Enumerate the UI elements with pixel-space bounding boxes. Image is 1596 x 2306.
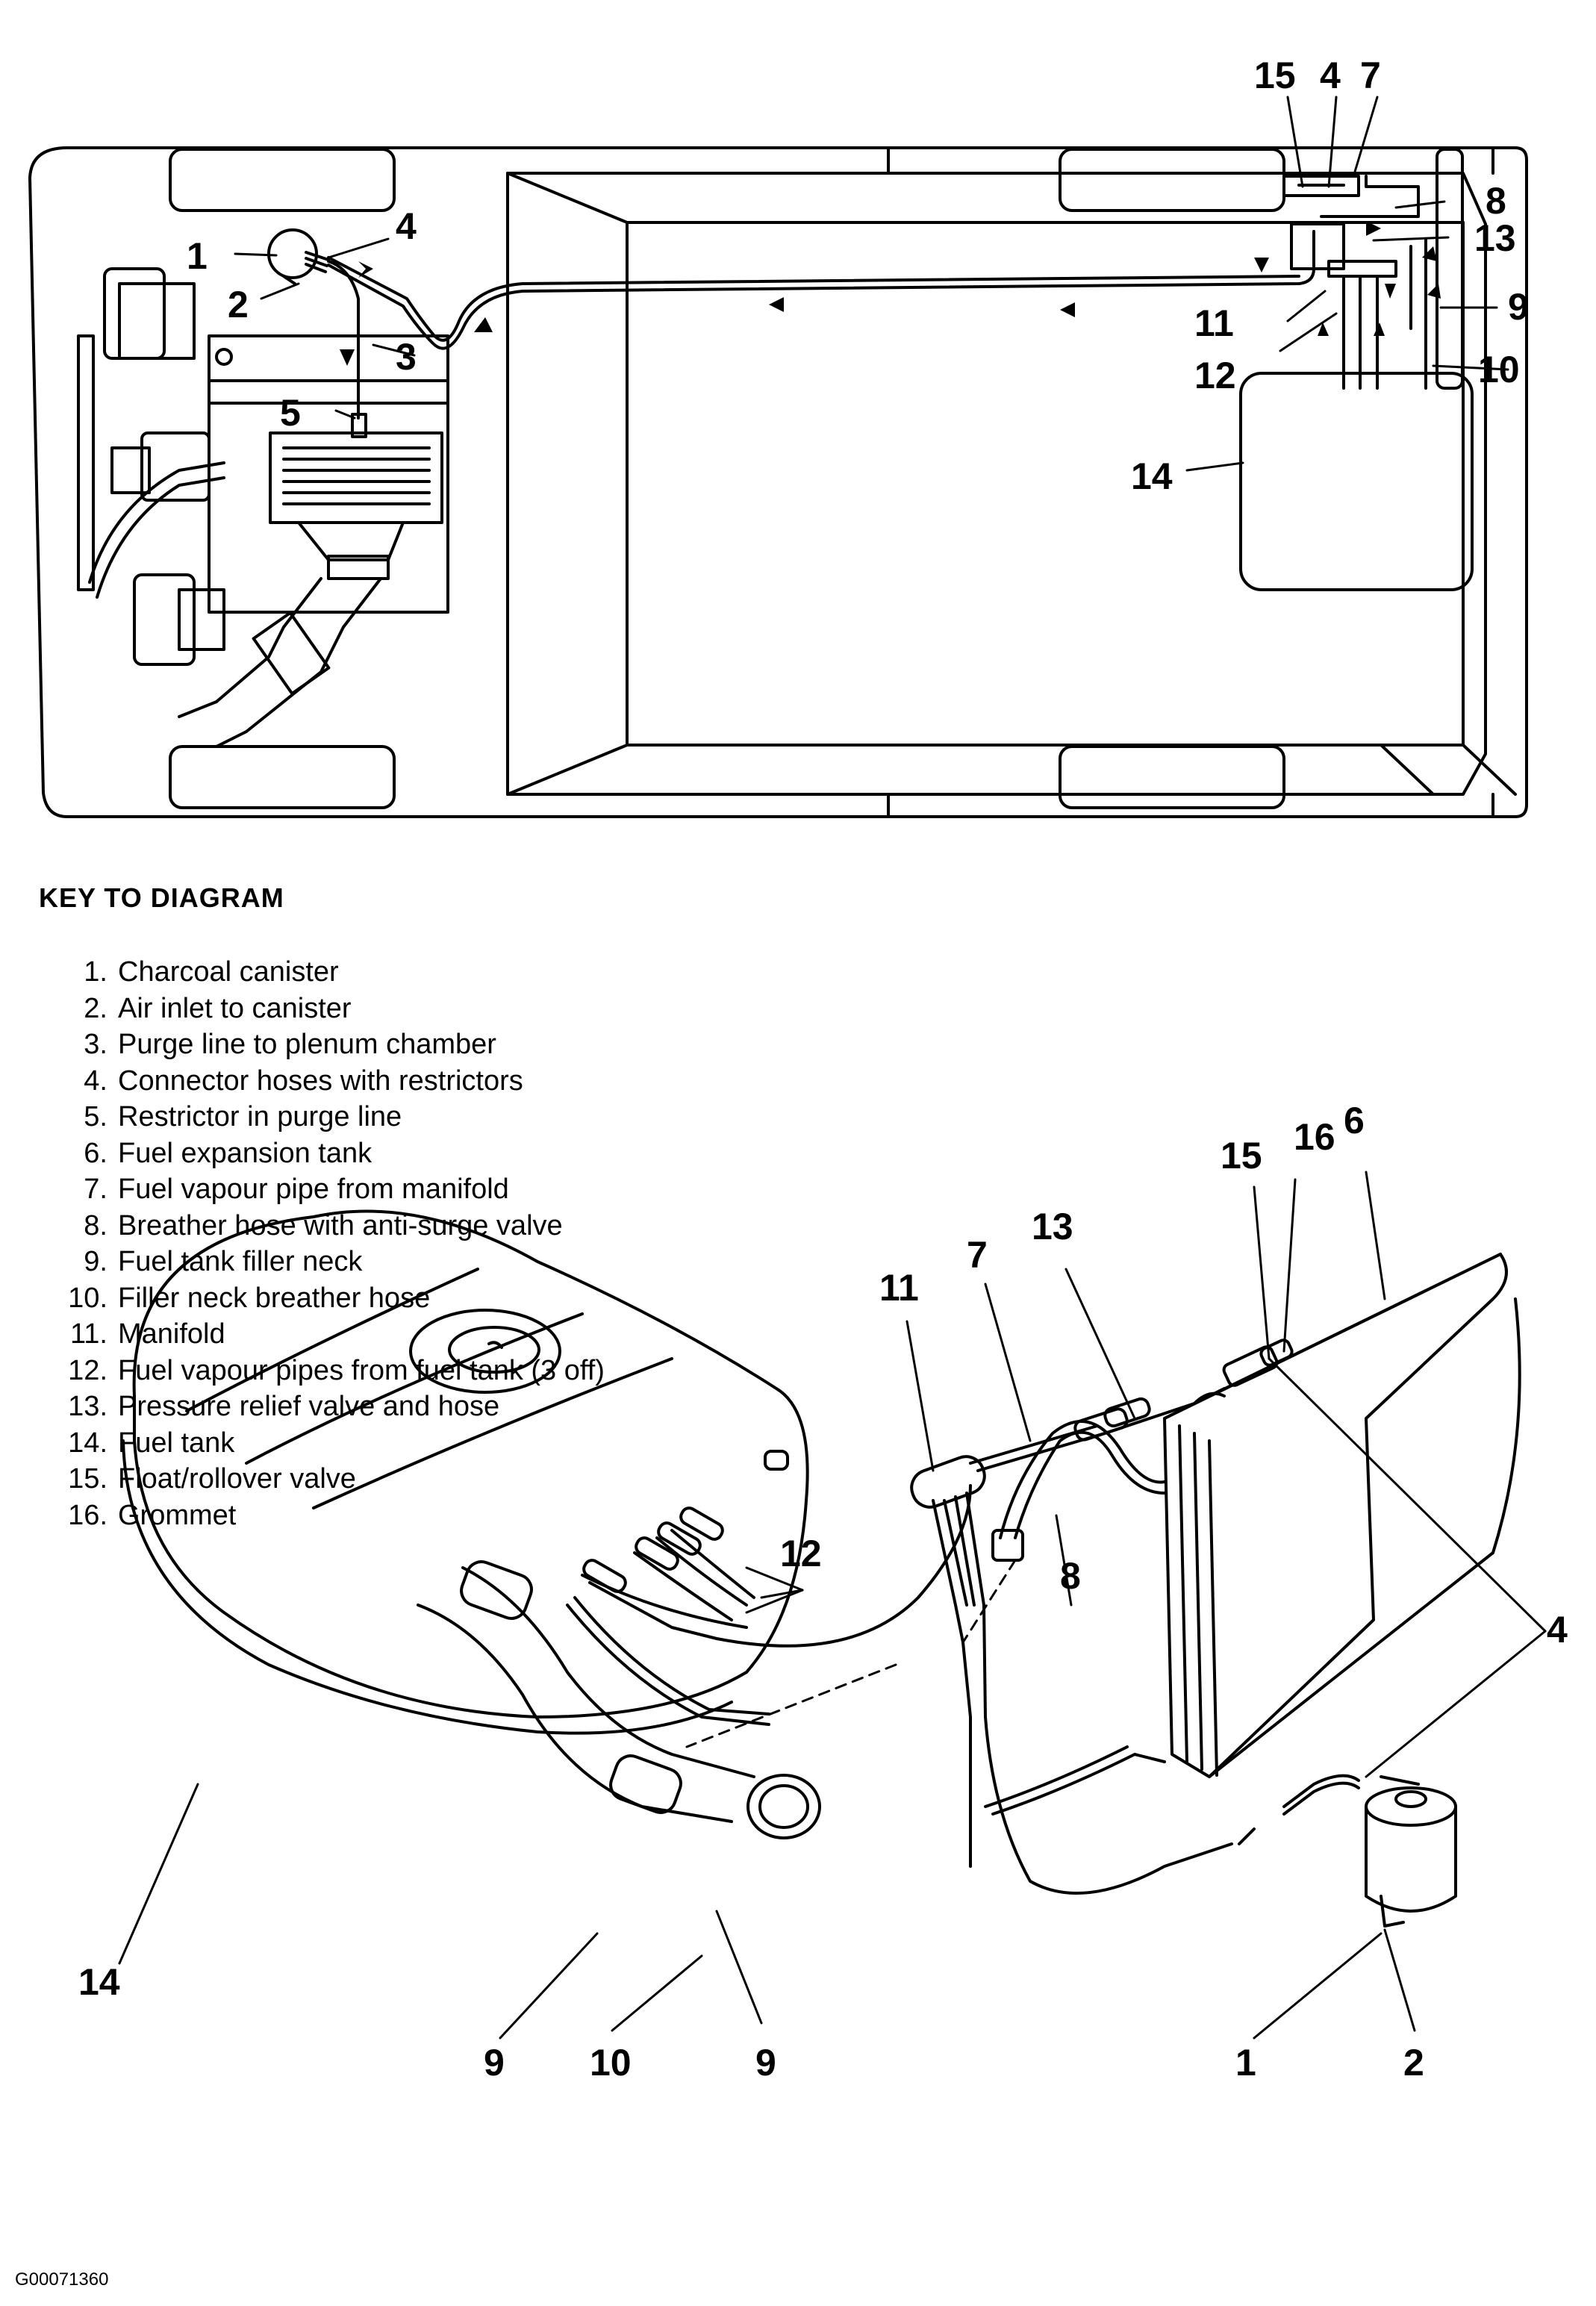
manifold-top	[1327, 260, 1397, 390]
figure-id: G00071360	[15, 2269, 109, 2290]
callout-13: 13	[1474, 217, 1516, 259]
wheel-front-right	[169, 745, 396, 809]
key-item: 9.Fuel tank filler neck	[84, 1246, 363, 1277]
key-item: 13.Pressure relief valve and hose	[68, 1391, 500, 1422]
wheel-rear-left	[1059, 148, 1285, 212]
float-rollover-valve	[1222, 1339, 1294, 1387]
callout-3: 3	[396, 336, 417, 378]
callout-16: 16	[1294, 1116, 1335, 1158]
callout-7: 7	[1360, 54, 1381, 96]
key-item: 16.Grommet	[68, 1499, 237, 1531]
callout-5: 5	[280, 392, 301, 434]
callout-11: 11	[879, 1267, 919, 1309]
charcoal-canister-top	[267, 228, 330, 285]
callouts-bottom: 11 7 13 15 16 6 8 12 4 14 9 10 9 1 2	[78, 1100, 1568, 2084]
fuel-expansion-tank	[1163, 1253, 1521, 1778]
callout-9: 9	[484, 2042, 505, 2084]
key-item: 7.Fuel vapour pipe from manifold	[84, 1174, 509, 1205]
charcoal-canister	[1365, 1786, 1457, 1928]
key-item: 8.Breather hose with anti-surge valve	[84, 1209, 563, 1241]
filler-neck	[417, 1560, 821, 1839]
key-item: 14.Fuel tank	[68, 1427, 235, 1459]
callout-4: 4	[396, 205, 417, 247]
key-item: 1.Charcoal canister	[84, 956, 339, 988]
breather-hose	[991, 1420, 1166, 1562]
callout-10: 10	[590, 2042, 632, 2084]
callout-13: 13	[1032, 1206, 1073, 1247]
callout-12: 12	[780, 1533, 822, 1574]
callouts-top: 1 2 3 4 5 7 8 9 10 11 12 13 14 15 4	[187, 54, 1529, 497]
vehicle-body-outline	[28, 146, 1528, 818]
key-item: 11.Manifold	[69, 1318, 225, 1350]
vapour-pipes-from-tank	[581, 1484, 972, 1648]
key-title: KEY TO DIAGRAM	[39, 882, 284, 913]
callout-14: 14	[1131, 455, 1173, 497]
filler-neck-breather-hose	[566, 1596, 770, 1726]
key-item: 10.Filler neck breather hose	[68, 1282, 431, 1314]
manifold	[910, 1455, 1233, 1895]
callout-leaders-bottom	[118, 1171, 1547, 2039]
key-item: 3.Purge line to plenum chamber	[84, 1029, 496, 1060]
callout-1: 1	[187, 235, 208, 277]
connector-hoses	[1238, 1774, 1420, 1845]
callout-15: 15	[1221, 1135, 1262, 1177]
key-item: 4.Connector hoses with restrictors	[84, 1065, 523, 1097]
callout-6: 6	[1344, 1100, 1365, 1141]
key-item: 2.Air inlet to canister	[84, 992, 352, 1024]
purge-line	[984, 1745, 1166, 1816]
alignment-dashes	[685, 1559, 1017, 1748]
purge-line-top	[327, 230, 1315, 438]
callout-7: 7	[967, 1234, 988, 1276]
wheel-rear-right	[1059, 745, 1285, 809]
callout-11: 11	[1194, 302, 1234, 344]
callout-12: 12	[1194, 355, 1236, 396]
key-item: 5.Restrictor in purge line	[84, 1101, 402, 1132]
key-item: 6.Fuel expansion tank	[84, 1137, 372, 1169]
key-list: 1.Charcoal canister 2.Air inlet to canis…	[39, 954, 605, 1533]
callout-8: 8	[1060, 1555, 1081, 1597]
key-item: 15.Float/rollover valve	[68, 1463, 356, 1495]
callout-9: 9	[1508, 286, 1529, 328]
callout-4: 4	[1547, 1609, 1568, 1651]
fuel-tank-top	[1239, 372, 1474, 591]
fuel-tank	[122, 1209, 809, 1735]
callout-10: 10	[1478, 349, 1520, 390]
callout-4b: 4	[1320, 54, 1341, 96]
air-cleaner	[178, 431, 443, 748]
callout-15: 15	[1254, 54, 1296, 96]
callout-2: 2	[1403, 2042, 1424, 2084]
callout-leaders-top	[234, 96, 1509, 472]
expansion-tank-top	[1282, 175, 1420, 270]
callout-1: 1	[1235, 2042, 1256, 2084]
key-item: 12.Fuel vapour pipes from fuel tank (3 o…	[68, 1354, 605, 1386]
fuel-vapour-pipe-from-manifold	[969, 1387, 1226, 1472]
filler-neck-top	[1409, 148, 1464, 390]
callout-14: 14	[78, 1961, 120, 2003]
engine-bay	[77, 267, 449, 666]
callout-8: 8	[1486, 180, 1506, 222]
wheel-front-left	[169, 148, 396, 212]
callout-2: 2	[228, 284, 249, 325]
callout-9b: 9	[755, 2042, 776, 2084]
